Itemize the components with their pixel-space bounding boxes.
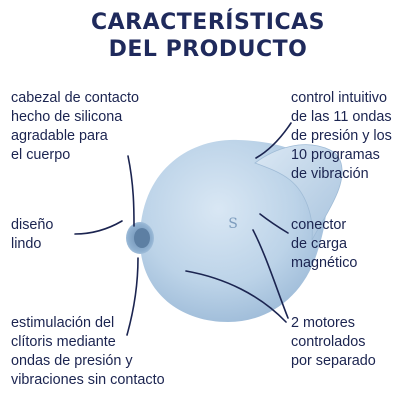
leader-lines [74,122,292,336]
feature-line: de carga [291,236,348,252]
feature-line: por separado [291,353,376,369]
feature-line: ondas de presión y [11,353,133,369]
feature-control: control intuitivo de las 11 ondas de pre… [291,89,392,184]
feature-connector: conector de carga magnético [291,216,357,273]
feature-line: controlados [291,334,366,350]
feature-contact-head: cabezal de contacto hecho de silicona ag… [11,89,139,165]
feature-line: de vibración [291,166,369,182]
leader-head [127,155,135,227]
page-title-line1: CARACTERÍSTICAS [91,10,325,35]
feature-line: lindo [11,236,42,252]
feature-line: agradable para [11,128,108,144]
contact-head [126,222,154,254]
feature-line: magnético [291,255,358,271]
leader-motor-2 [185,270,287,323]
feature-line: clítoris mediante [11,334,116,350]
feature-line: control intuitivo [291,90,387,106]
feature-cute-design: diseño lindo [11,216,53,254]
leader-connector [259,213,289,234]
page-title-line2: DEL PRODUCTO [108,37,308,62]
feature-line: de las 11 ondas [291,109,392,125]
feature-line: conector [291,217,347,233]
feature-line: de presión y los [291,128,392,144]
feature-line: hecho de silicona [11,109,123,125]
feature-line: diseño [11,217,54,233]
leader-cute [74,220,123,235]
feature-line: estimulación del [11,315,115,331]
feature-line: cabezal de contacto [11,90,140,106]
leader-control [255,122,292,159]
feature-motors: 2 motores controlados por separado [291,314,376,371]
feature-line: el cuerpo [11,147,71,163]
device-body [140,139,327,322]
feature-line: 10 programas [291,147,380,163]
leader-motor-1 [252,229,289,319]
leader-stim [126,257,139,336]
feature-stimulation: estimulación del clítoris mediante ondas… [11,314,165,390]
brand-logo: S [228,216,238,232]
feature-line: 2 motores [291,315,355,331]
feature-line: vibraciones sin contacto [11,372,165,388]
device-flap [254,144,343,241]
